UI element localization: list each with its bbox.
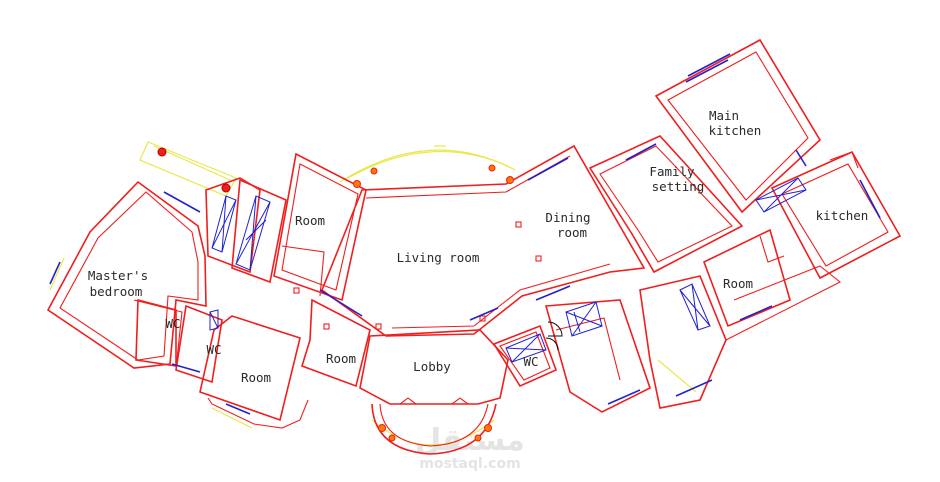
label-main-kitchen-2: kitchen xyxy=(709,123,762,138)
room-right-wall xyxy=(702,228,791,328)
walls xyxy=(46,38,902,455)
label-kitchen: kitchen xyxy=(816,208,869,223)
family-setting-wall xyxy=(588,135,744,274)
doors xyxy=(545,321,563,351)
label-room-right: Room xyxy=(723,276,753,291)
room-top-wall xyxy=(273,152,367,302)
lobby-wall xyxy=(359,329,509,405)
columns xyxy=(157,147,514,442)
room-small-wall xyxy=(301,298,371,388)
label-dining-room-2: room xyxy=(557,225,587,240)
label-wc-left: WC xyxy=(165,316,180,331)
label-family-setting-1: Family xyxy=(649,164,695,179)
main-kitchen-wall xyxy=(654,38,822,214)
label-dining-room-1: Dining xyxy=(545,210,590,225)
label-room-small: Room xyxy=(326,351,356,366)
terraces xyxy=(49,141,697,446)
lobby-terrace-arc xyxy=(371,419,495,446)
label-main-kitchen-1: Main xyxy=(709,108,739,123)
kitchen-wall xyxy=(770,150,902,280)
watermark-arabic: مستقل xyxy=(415,423,525,458)
label-lobby: Lobby xyxy=(413,359,451,374)
label-room-bottom-left: Room xyxy=(241,370,271,385)
label-room-top: Room xyxy=(295,213,325,228)
west-balcony xyxy=(49,257,65,291)
label-master-bedroom-1: Master's xyxy=(88,268,148,283)
master-balcony-inner xyxy=(153,145,231,181)
lower-right-wall xyxy=(639,275,727,409)
closet-block-2 xyxy=(231,178,287,284)
watermark: مستقل mostaql.com xyxy=(415,423,525,472)
windows xyxy=(49,53,881,415)
south-balcony xyxy=(211,407,253,429)
label-wc-right: WC xyxy=(523,354,538,369)
living-terrace-arc xyxy=(339,149,516,183)
label-living-room: Living room xyxy=(397,250,480,265)
wc-right-wall xyxy=(492,324,558,388)
label-master-bedroom-2: bedroom xyxy=(90,284,143,299)
room-bottom-left-wall xyxy=(199,315,301,422)
room-labels: Master's bedroom WC WC Room Room Room Li… xyxy=(88,108,868,385)
living-terrace-arc-inner xyxy=(347,150,509,179)
living-room-wall xyxy=(321,144,646,337)
label-wc-mid: WC xyxy=(206,342,221,357)
watermark-url: mostaql.com xyxy=(419,456,520,472)
label-family-setting-2: setting xyxy=(652,179,705,194)
east-terrace-line xyxy=(657,359,697,393)
master-bedroom-wall xyxy=(46,180,207,369)
utility-wall xyxy=(544,299,651,413)
